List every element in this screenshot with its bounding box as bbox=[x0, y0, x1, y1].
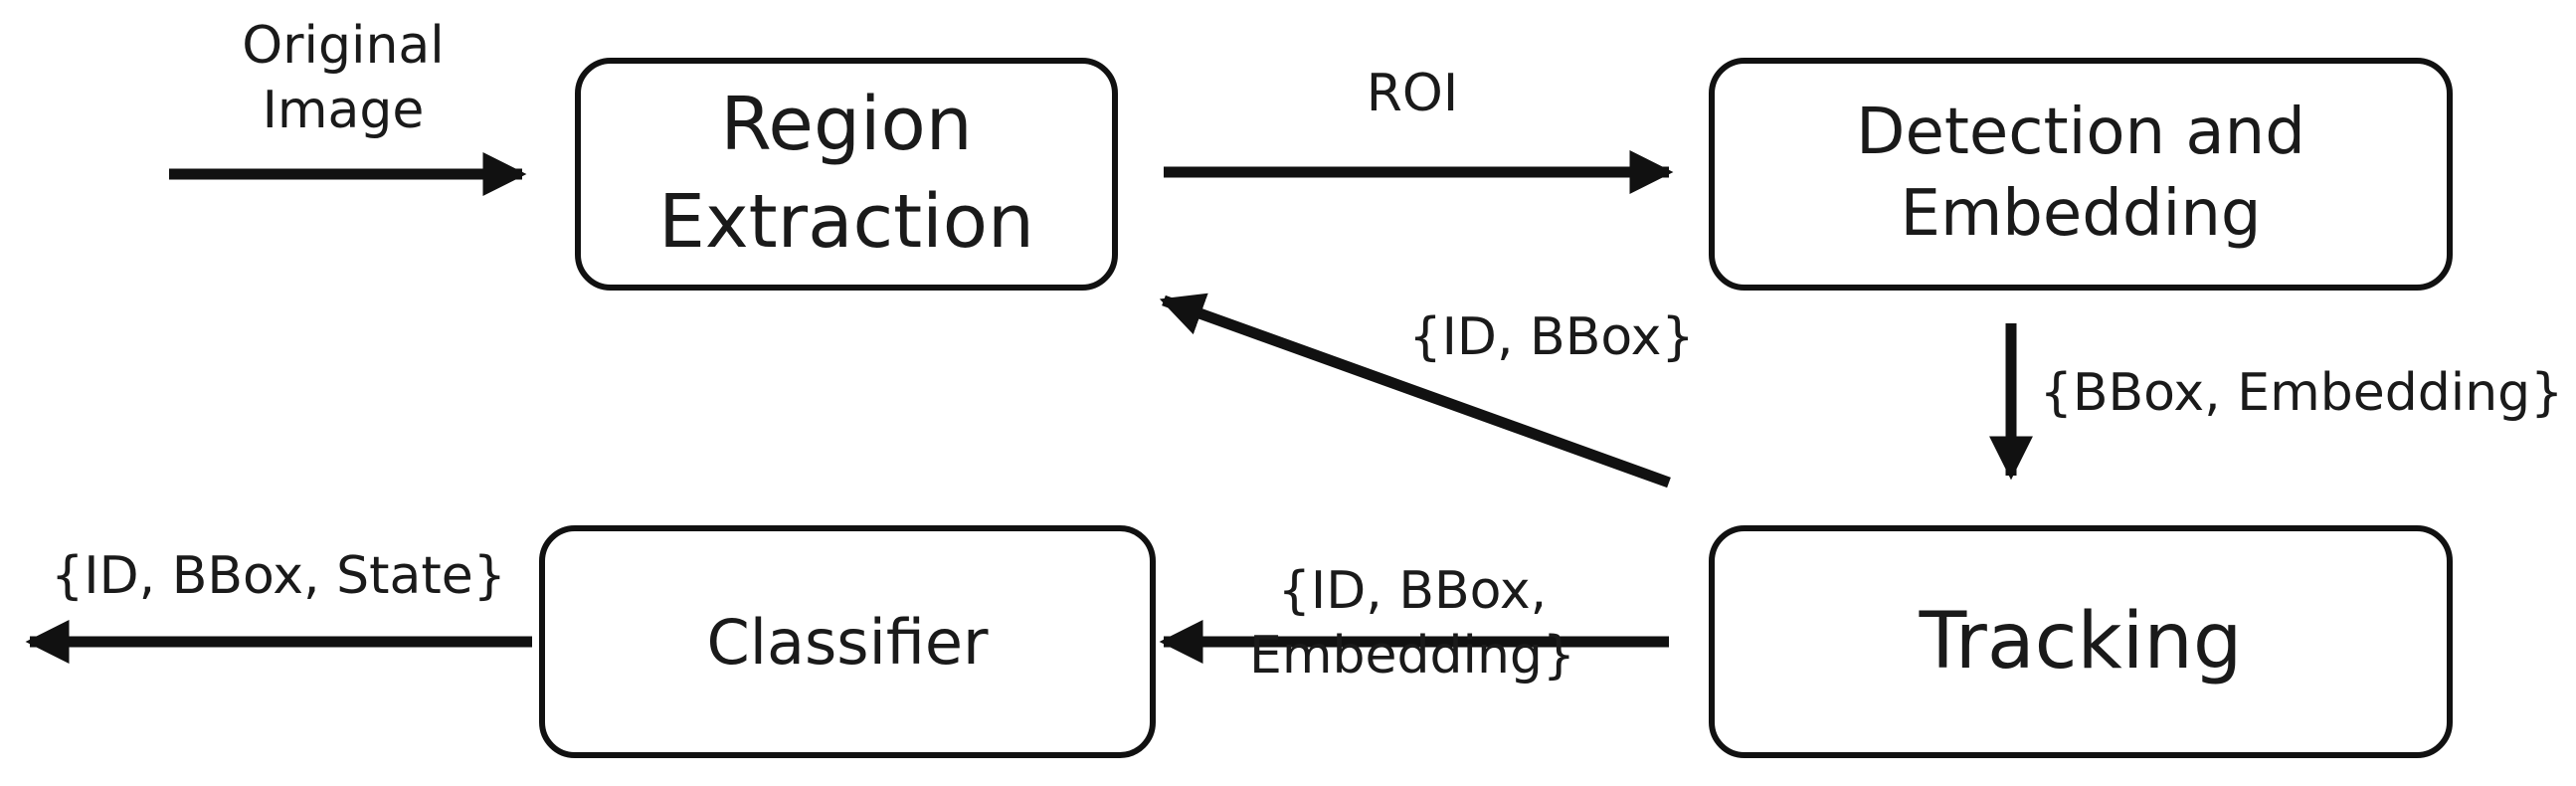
original-image-label: Original Image bbox=[242, 16, 445, 140]
tracking-label: Tracking bbox=[1919, 597, 2243, 687]
id-bbox-feedback-arrow bbox=[1159, 293, 1671, 489]
bbox-embedding-label: {BBox, Embedding} bbox=[2039, 363, 2564, 423]
tracking-node: Tracking bbox=[1709, 525, 2453, 758]
id-bbox-embedding-label: {ID, BBox, Embedding} bbox=[1248, 561, 1576, 686]
classifier-label: Classifier bbox=[706, 605, 989, 679]
output-label: {ID, BBox, State} bbox=[51, 546, 506, 606]
region-extraction-node: Region Extraction bbox=[575, 58, 1118, 291]
classifier-node: Classifier bbox=[539, 525, 1156, 758]
id-bbox-label: {ID, BBox} bbox=[1408, 307, 1695, 367]
roi-label: ROI bbox=[1366, 64, 1459, 123]
region-extraction-label: Region Extraction bbox=[658, 82, 1034, 265]
detection-embedding-label: Detection and Embedding bbox=[1856, 96, 2305, 251]
detection-embedding-node: Detection and Embedding bbox=[1709, 58, 2453, 291]
